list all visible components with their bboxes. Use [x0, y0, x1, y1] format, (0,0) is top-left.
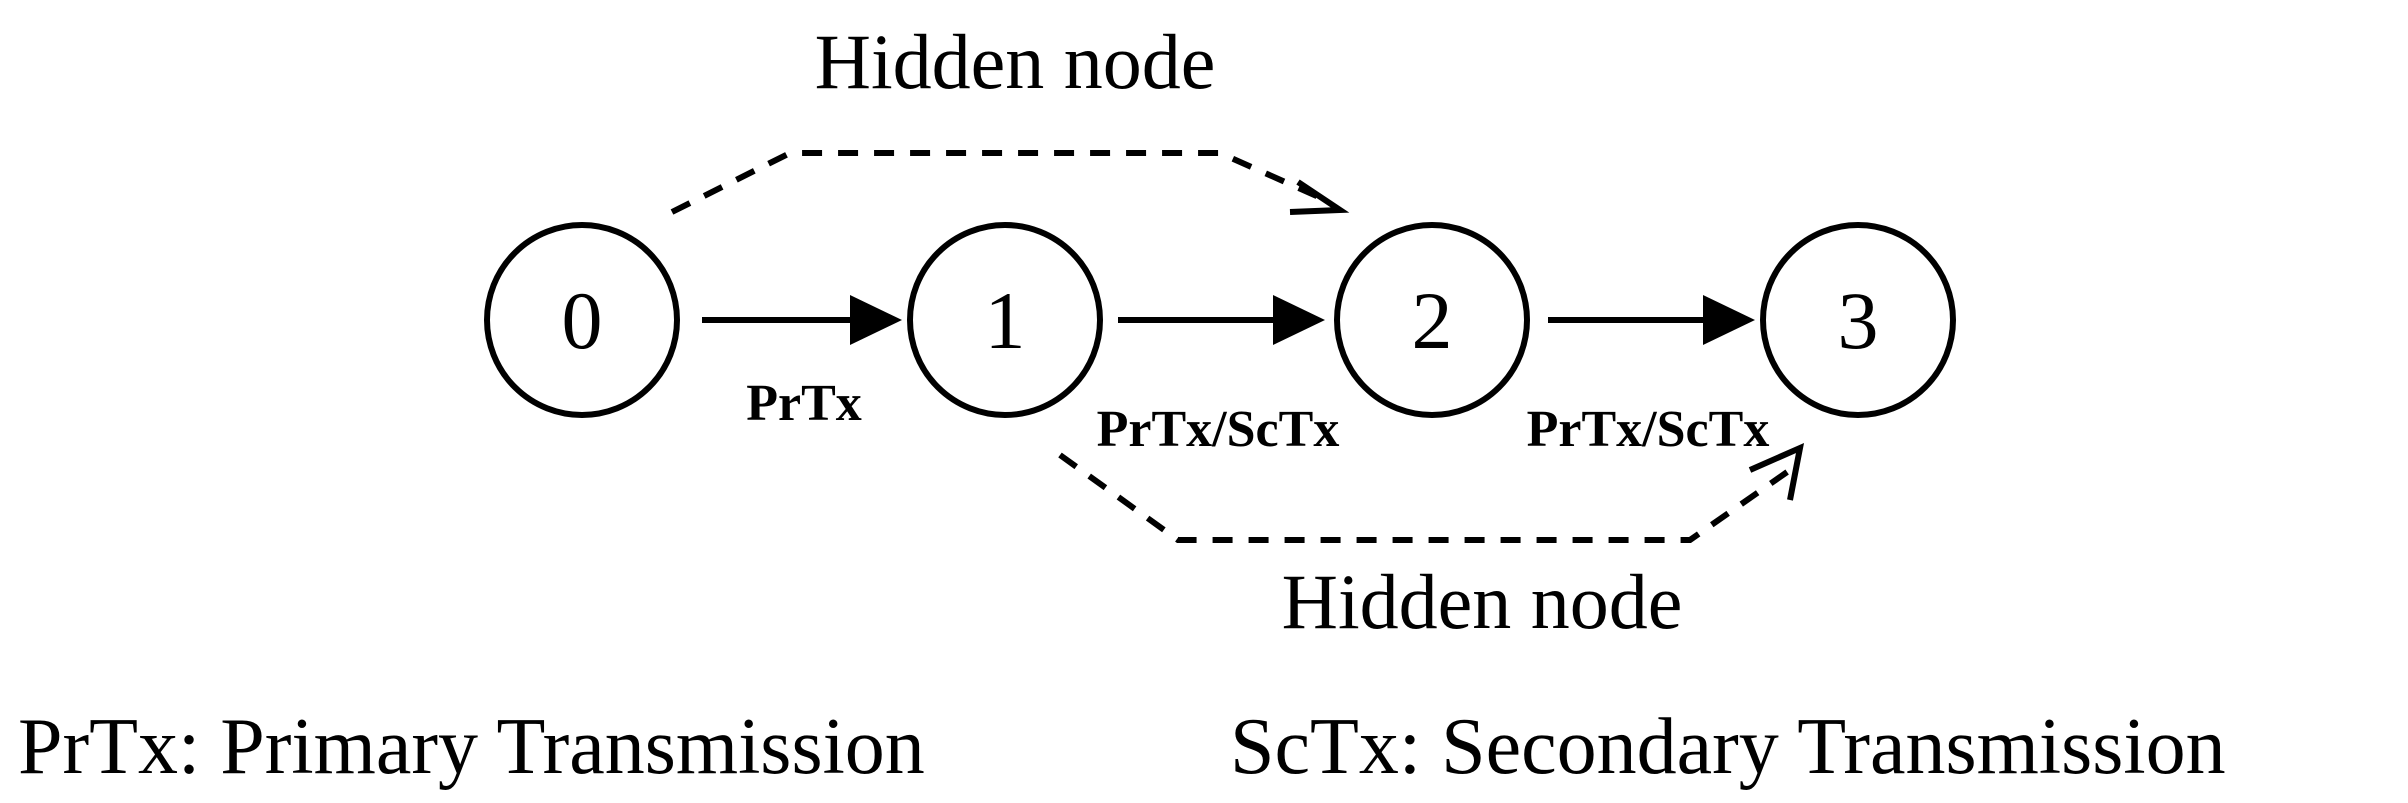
node-2-circle [1334, 222, 1530, 418]
node-2: 2 [1334, 222, 1530, 418]
legend-primary: PrTx: Primary Transmission [18, 703, 925, 791]
hidden-link-1-3 [1058, 442, 1805, 543]
edge-0-1 [702, 295, 902, 345]
edge-2-3-label: PrTx/ScTx [1527, 401, 1770, 458]
edge-2-3-arrowhead [1703, 295, 1755, 345]
node-1: 1 [907, 222, 1103, 418]
edge-1-2-label: PrTx/ScTx [1097, 401, 1340, 458]
node-3: 3 [1760, 222, 1956, 418]
node-1-label: 1 [985, 275, 1026, 366]
node-3-label: 3 [1838, 275, 1879, 366]
node-1-circle [907, 222, 1103, 418]
node-2-label: 2 [1412, 275, 1453, 366]
edge-2-3 [1548, 295, 1755, 345]
edge-0-1-arrowhead [850, 295, 902, 345]
hidden-link-0-2-path [670, 150, 1332, 215]
hidden-link-0-2-arrowhead [1289, 179, 1350, 215]
hidden-link-0-2 [670, 150, 1350, 215]
legend-secondary: ScTx: Secondary Transmission [1230, 703, 2226, 791]
node-0: 0 [484, 222, 680, 418]
hidden-node-label-top: Hidden node [815, 18, 1216, 105]
node-0-circle [484, 222, 680, 418]
node-3-circle [1760, 222, 1956, 418]
edge-0-1-label: PrTx [746, 375, 862, 432]
node-0-label: 0 [562, 275, 603, 366]
edge-1-2 [1118, 295, 1325, 345]
edge-1-2-arrowhead [1273, 295, 1325, 345]
hidden-link-1-3-path [1058, 452, 1792, 543]
hidden-node-label-bottom: Hidden node [1282, 558, 1683, 645]
hidden-link-1-3-arrowhead [1748, 442, 1805, 501]
